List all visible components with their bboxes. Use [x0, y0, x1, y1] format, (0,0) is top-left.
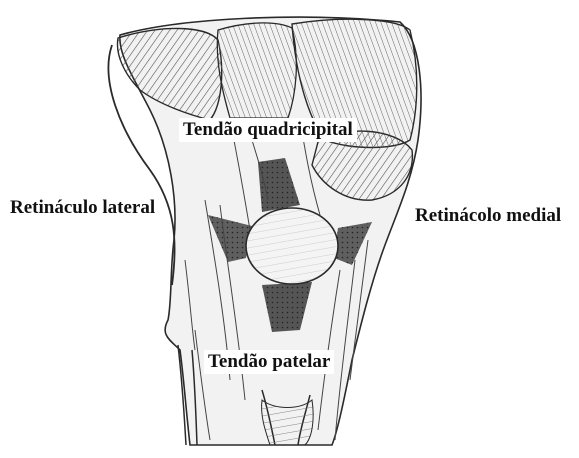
label-medial-retinaculum: Retinácolo medial — [415, 205, 561, 227]
vastus-lateralis — [117, 28, 221, 120]
label-quadriceps-tendon: Tendão quadricipital — [179, 118, 357, 142]
label-lateral-retinaculum: Retináculo lateral — [10, 197, 155, 219]
rectus-femoris — [217, 23, 296, 118]
label-patellar-tendon: Tendão patelar — [204, 350, 334, 374]
